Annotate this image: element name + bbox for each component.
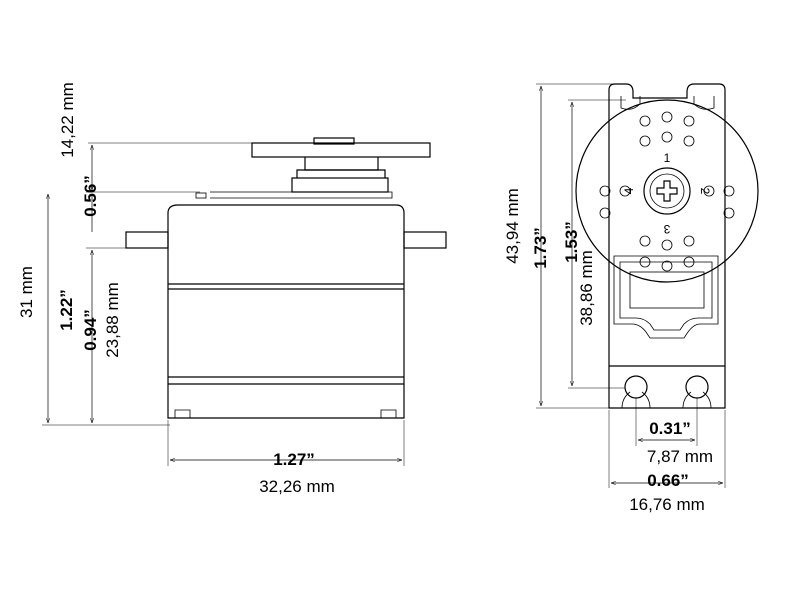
servo-shaft-collar	[296, 169, 386, 178]
label-hole-span-in: 1.53”	[562, 221, 581, 263]
servo-body	[167, 204, 405, 419]
label-horn-height-in: 0.56”	[81, 175, 100, 217]
front-view: 1 2 3 4 43,94 mm 1.73” 1.53” 38,86 mm 0.…	[503, 83, 759, 514]
label-front-width-in: 0.66”	[647, 471, 689, 490]
servo-horn-hub	[313, 137, 355, 145]
label-slot-spacing-in: 0.31”	[649, 419, 691, 438]
front-inner-frame-outer	[613, 255, 719, 339]
label-front-length-mm: 43,94 mm	[503, 188, 522, 264]
horn-number-3: 3	[663, 222, 670, 236]
servo-foot-right	[380, 409, 397, 418]
horn-hub	[643, 167, 691, 215]
label-total-height-mm: 31 mm	[17, 266, 36, 318]
servo-horn-arm	[251, 142, 431, 158]
horn-disc	[575, 99, 759, 283]
front-inner-window	[629, 271, 705, 309]
horn-holes	[599, 111, 735, 272]
label-front-width-mm: 16,76 mm	[629, 495, 705, 514]
bottom-hole-left	[624, 375, 648, 399]
horn-number-1: 1	[664, 151, 671, 165]
mounting-ear-left	[125, 231, 169, 249]
servo-foot-left	[174, 409, 191, 418]
label-front-length-in: 1.73”	[531, 227, 550, 269]
bottom-slot-right	[682, 391, 712, 409]
label-hole-span-mm: 38,86 mm	[577, 250, 596, 326]
label-body-height-mm: 23,88 mm	[103, 282, 122, 358]
servo-output-shaft	[304, 157, 379, 171]
bottom-hole-right	[685, 375, 709, 399]
label-horn-height-mm: 14,22 mm	[58, 82, 77, 158]
label-body-height-in: 0.94”	[81, 309, 100, 351]
label-total-height-in: 1.22”	[57, 289, 76, 331]
side-view: 14,22 mm 0.56” 31 mm 1.22” 0.94” 23,88 m…	[17, 82, 447, 496]
horn-number-4: 4	[622, 187, 636, 194]
bottom-slot-left	[621, 391, 651, 409]
servo-top-cap	[291, 177, 389, 193]
horn-hub-inner	[649, 173, 685, 209]
horn-number-2: 2	[698, 188, 712, 195]
horn-screw-cross-icon	[656, 180, 678, 202]
front-inner-frame	[619, 261, 713, 331]
front-case-outline	[608, 83, 726, 409]
label-side-width-in: 1.27”	[273, 450, 315, 469]
label-slot-spacing-mm: 7,87 mm	[647, 447, 713, 466]
label-side-width-mm: 32,26 mm	[259, 477, 335, 496]
mounting-ear-right	[403, 231, 447, 249]
servo-cap-tab	[195, 192, 207, 199]
servo-cap-base	[210, 191, 393, 199]
